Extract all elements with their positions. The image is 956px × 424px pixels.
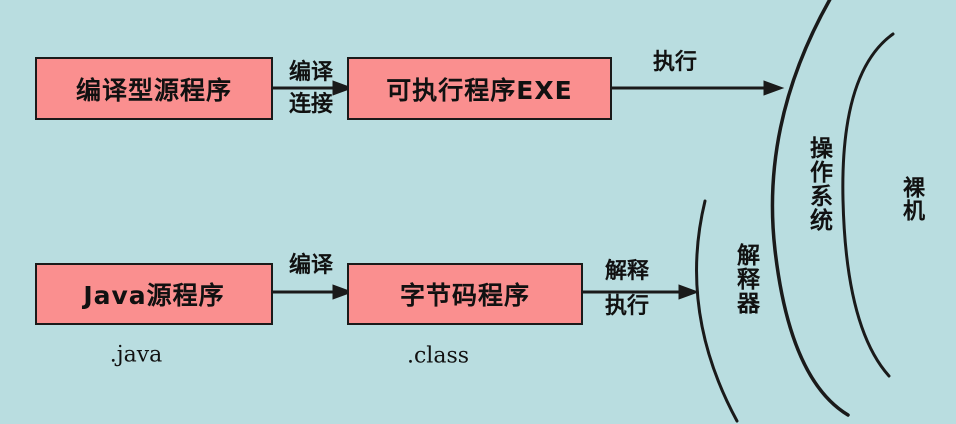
interpret-execute-arrow-head bbox=[678, 284, 700, 300]
interpret-label: 解释 bbox=[604, 259, 650, 284]
bare-machine-label: 裸机 bbox=[899, 176, 924, 222]
execute-label-top: 执行 bbox=[652, 50, 698, 75]
bare-machine-paren-curve bbox=[841, 32, 895, 378]
class-ext-label: .class bbox=[406, 343, 470, 369]
compile-link-arrow-head bbox=[332, 80, 354, 96]
compile-arrow-head bbox=[332, 284, 354, 300]
os-paren-curve bbox=[770, 0, 850, 417]
bytecode-box: 字节码程序 bbox=[347, 263, 583, 325]
execute-label-bottom: 执行 bbox=[604, 294, 650, 319]
compile-label-bottom: 编译 bbox=[288, 253, 334, 278]
executable-exe-box: 可执行程序EXE bbox=[347, 57, 612, 120]
java-source-box: Java源程序 bbox=[35, 263, 273, 325]
interpreter-paren-curve bbox=[695, 199, 739, 423]
link-label: 连接 bbox=[288, 92, 334, 117]
compile-label-top: 编译 bbox=[288, 60, 334, 85]
os-label: 操作系统 bbox=[805, 136, 832, 232]
java-ext-label: .java bbox=[109, 342, 163, 368]
interpreter-label: 解释器 bbox=[732, 243, 759, 315]
execute-arrow-head bbox=[763, 80, 785, 96]
compiled-source-box: 编译型源程序 bbox=[35, 57, 273, 120]
